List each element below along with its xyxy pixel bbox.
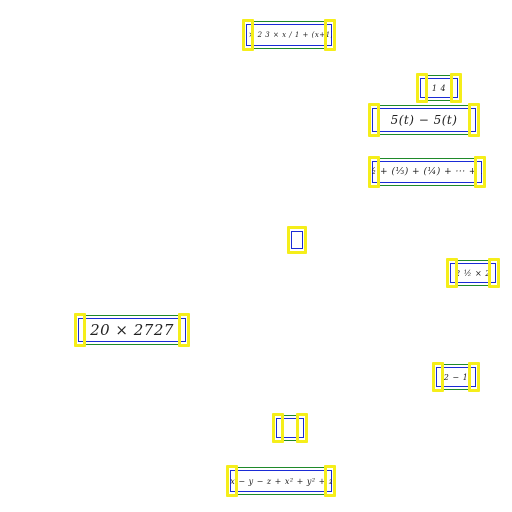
bounding-box xyxy=(230,470,332,492)
underline xyxy=(249,48,329,49)
bracket-right xyxy=(178,313,190,347)
underline xyxy=(453,260,493,261)
underline xyxy=(233,494,329,495)
formula-region: 2 − 1 xyxy=(432,362,480,392)
bounding-box xyxy=(372,108,476,132)
formula-text: 2 ½ × 2 xyxy=(455,268,491,278)
bracket-left xyxy=(368,156,380,188)
formula-region: 5(t) − 5(t) xyxy=(368,103,480,137)
bracket-left xyxy=(368,103,380,137)
formula-text: ½ + (⅓) + (¼) + ··· + 1 xyxy=(372,167,482,177)
underline xyxy=(279,440,301,441)
formula-text: 20 × 2727 xyxy=(90,321,174,339)
bracket-left xyxy=(287,226,307,254)
formula-region: ½ + (⅓) + (¼) + ··· + 1 xyxy=(368,156,486,188)
bracket-right xyxy=(324,19,336,51)
underline xyxy=(249,21,329,22)
underline xyxy=(375,105,473,106)
underline xyxy=(233,467,329,468)
formula-text: 1 4 xyxy=(431,83,447,93)
bounding-box xyxy=(436,367,476,387)
bracket-right xyxy=(488,258,500,288)
underline xyxy=(453,285,493,286)
bracket-left xyxy=(272,413,284,443)
bracket-left xyxy=(432,362,444,392)
formula-region: 2 ½ × 2 xyxy=(446,258,500,288)
underline xyxy=(375,185,479,186)
underline xyxy=(423,75,455,76)
bracket-left xyxy=(226,465,238,497)
bracket-right xyxy=(474,156,486,188)
formula-text: 2x − y − z + x² + y² + z² xyxy=(230,476,332,486)
formula-text: 2 − 1 xyxy=(443,372,469,382)
underline xyxy=(423,100,455,101)
bracket-left xyxy=(416,73,428,103)
bracket-right xyxy=(450,73,462,103)
formula-region: 2x − y − z + x² + y² + z² xyxy=(226,465,336,497)
bounding-box xyxy=(450,263,496,283)
bracket-right xyxy=(468,362,480,392)
bracket-right xyxy=(468,103,480,137)
underline xyxy=(81,344,183,345)
formula-text: 3 × 2 3 × x / 1 + (x+1)² xyxy=(246,31,332,39)
bounding-box xyxy=(372,161,482,183)
underline xyxy=(81,315,183,316)
bracket-left xyxy=(446,258,458,288)
formula-text: 5(t) − 5(t) xyxy=(390,113,458,127)
formula-region: 20 × 2727 xyxy=(74,313,190,347)
bracket-right xyxy=(324,465,336,497)
underline xyxy=(439,364,473,365)
formula-region: 3 × 2 3 × x / 1 + (x+1)² xyxy=(242,19,336,51)
underline xyxy=(375,158,479,159)
bounding-box xyxy=(276,418,304,438)
formula-region: 1 4 xyxy=(416,73,462,103)
bounding-box xyxy=(78,318,186,342)
bracket-right xyxy=(296,413,308,443)
underline xyxy=(375,134,473,135)
bounding-box xyxy=(420,78,458,98)
bracket-left xyxy=(74,313,86,347)
underline xyxy=(439,389,473,390)
formula-region xyxy=(287,226,307,254)
bounding-box xyxy=(246,24,332,46)
underline xyxy=(279,415,301,416)
formula-region xyxy=(272,413,308,443)
bracket-left xyxy=(242,19,254,51)
bounding-box xyxy=(291,231,303,249)
